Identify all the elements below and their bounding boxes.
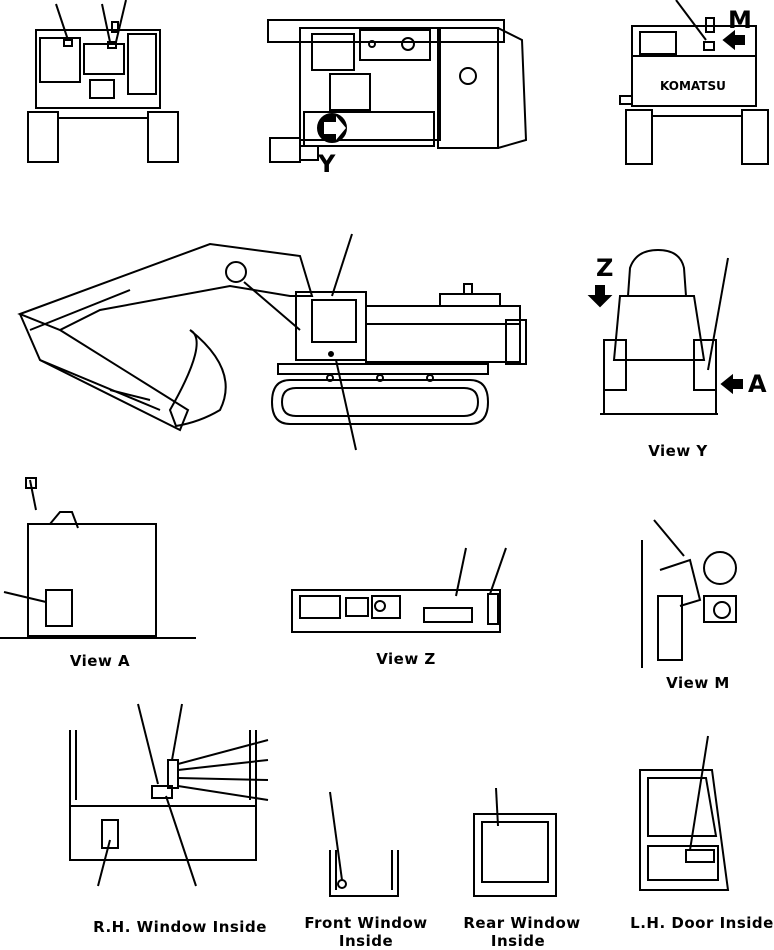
front-window-inside: [330, 792, 398, 896]
brand-logo: KOMATSU: [660, 79, 726, 93]
rear-view-right: [620, 0, 768, 164]
view-m: [642, 520, 736, 668]
view-y-caption: View Y: [648, 442, 708, 460]
rear-window-caption-2: Inside: [490, 932, 546, 950]
rear-window-caption-1: Rear Window: [463, 914, 581, 932]
rear-window-inside: [474, 788, 556, 896]
view-y-seat: [590, 250, 742, 414]
rh-window-inside: [70, 704, 268, 886]
rh-window-caption: R.H. Window Inside: [93, 918, 267, 936]
top-view-center: [268, 20, 526, 162]
front-window-caption-2: Inside: [338, 932, 394, 950]
marker-m: M: [728, 6, 752, 34]
marker-y: Y: [318, 150, 336, 178]
marker-z: Z: [596, 254, 614, 282]
view-z: [292, 548, 506, 632]
lh-door-inside: [640, 736, 728, 890]
marker-a: A: [748, 370, 767, 398]
view-z-caption: View Z: [376, 650, 436, 668]
excavator-side-view: [20, 234, 526, 450]
view-a: [0, 478, 196, 638]
view-a-caption: View A: [69, 652, 131, 670]
view-m-caption: View M: [666, 674, 730, 692]
front-view-left: [28, 0, 178, 162]
front-window-caption-1: Front Window: [304, 914, 428, 932]
lh-door-caption: L.H. Door Inside: [630, 914, 774, 932]
